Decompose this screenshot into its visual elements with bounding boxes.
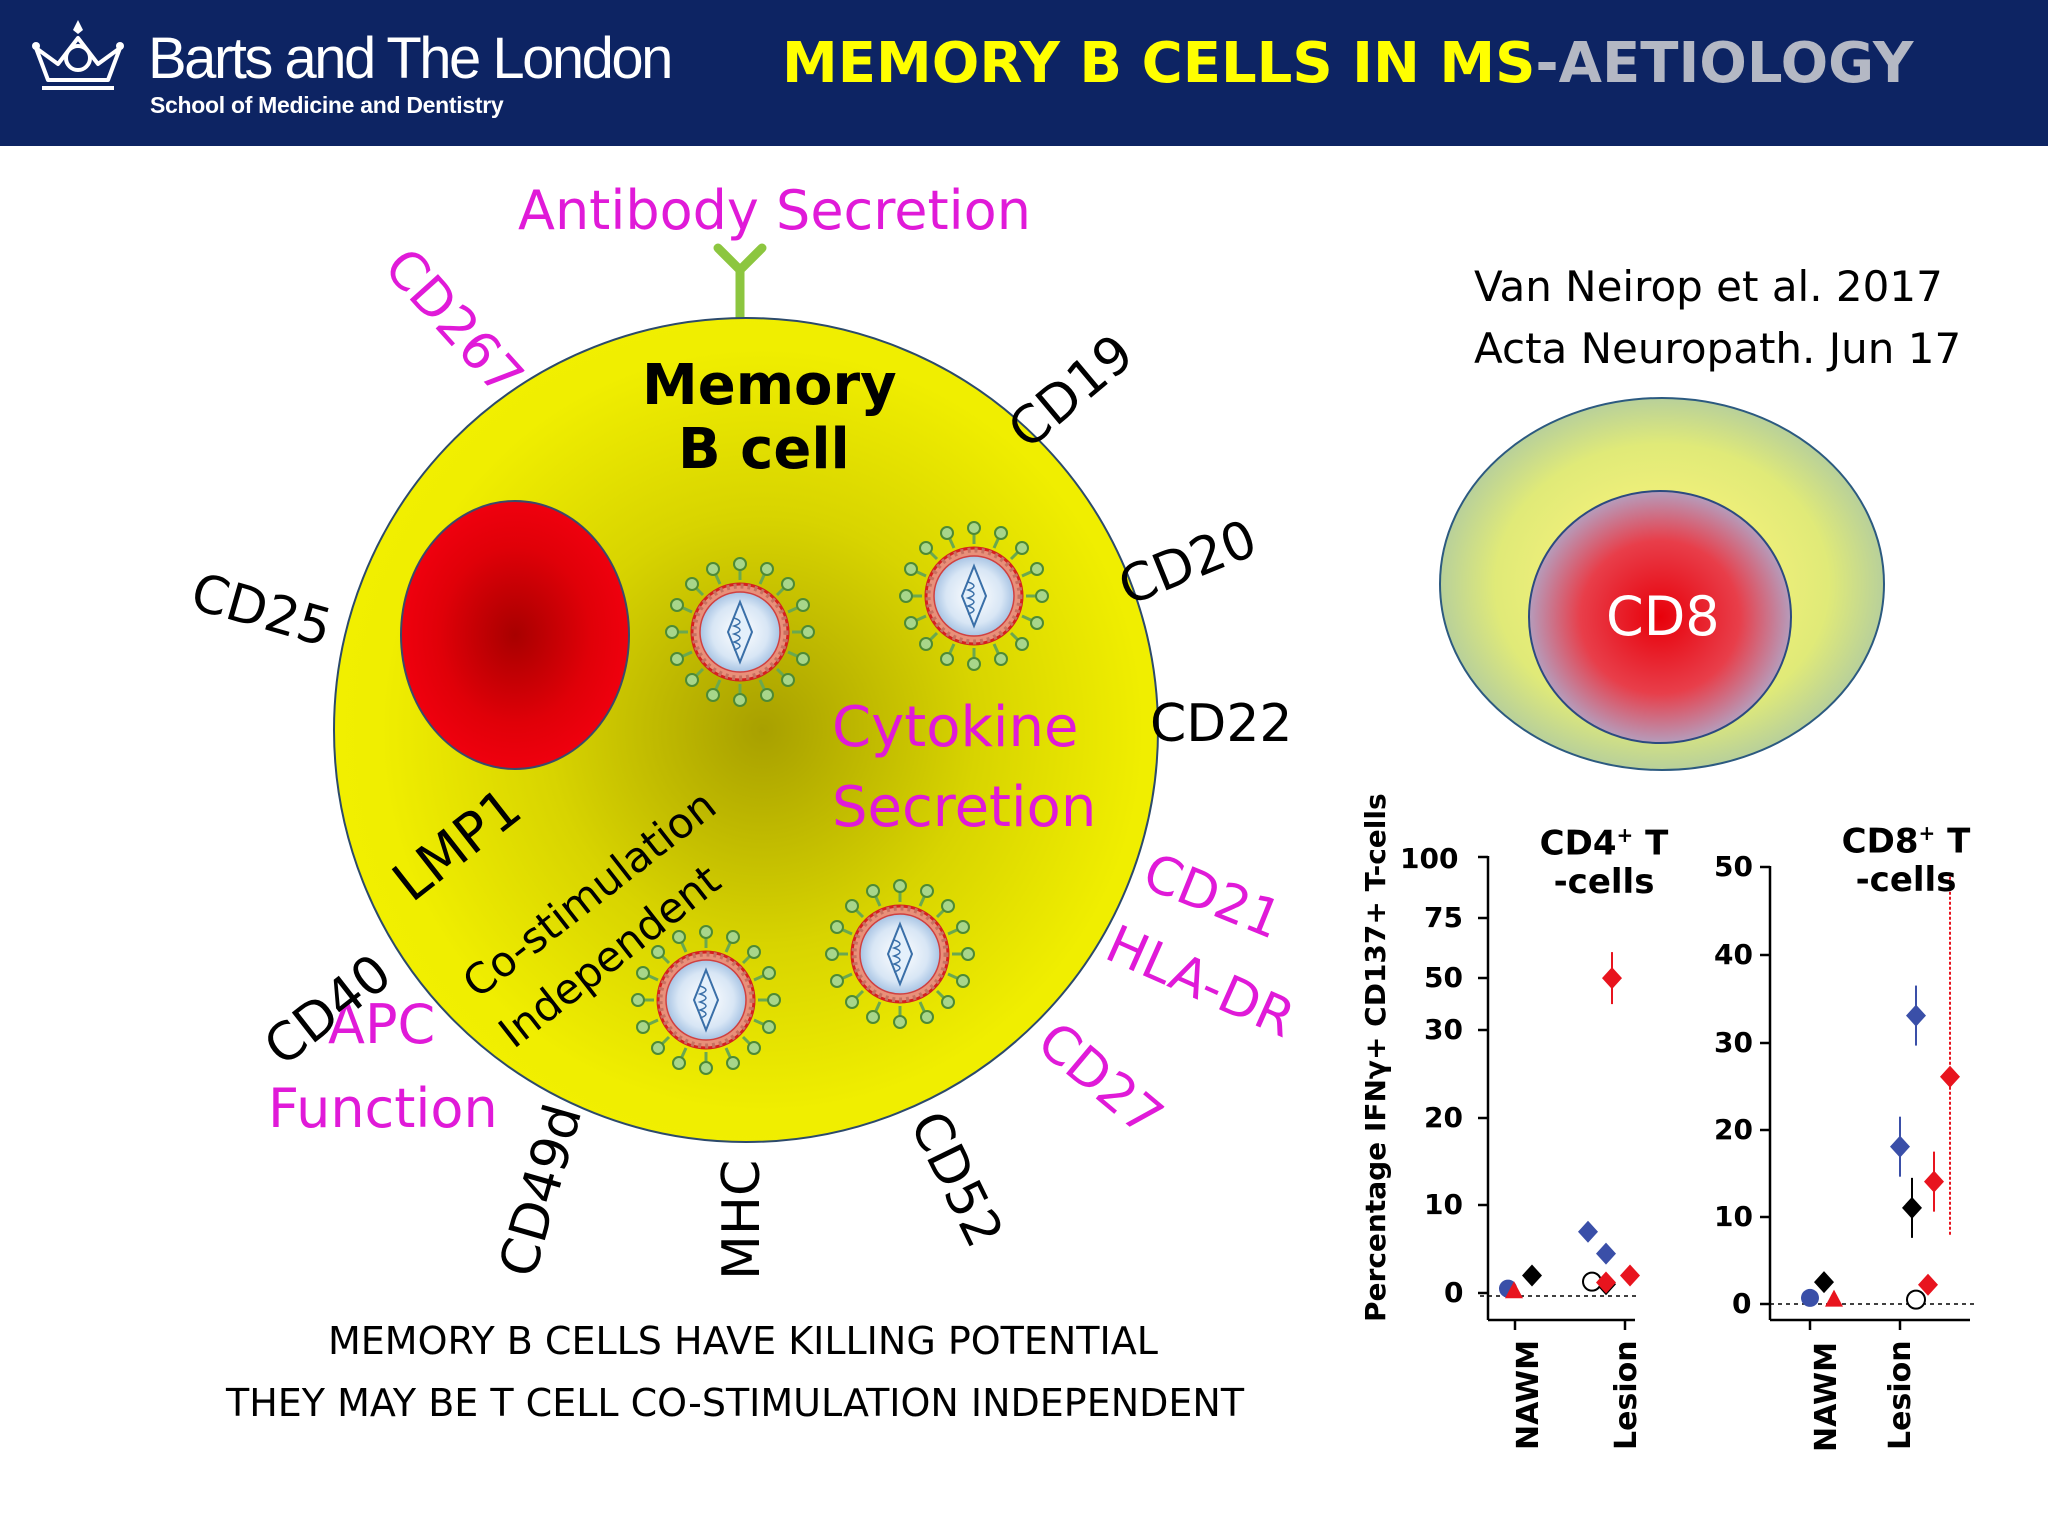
chart-cd8-axes xyxy=(1760,865,1970,1330)
footer-line1: MEMORY B CELLS HAVE KILLING POTENTIAL xyxy=(328,1319,1158,1363)
chart-cd4-tick: 30 xyxy=(1424,1013,1463,1046)
chart-cd4-point xyxy=(1505,1281,1523,1299)
chart-cd4-tick: 75 xyxy=(1424,901,1463,934)
chart-cd4-axes xyxy=(1478,855,1635,1330)
marker-cd22: CD22 xyxy=(1150,694,1293,754)
cytokine-label-line1: Cytokine xyxy=(832,695,1079,760)
chart-cd8-point xyxy=(1902,1196,1922,1219)
chart-cd8-point xyxy=(1801,1288,1819,1307)
chart-cd8-xlabel: NAWM xyxy=(1809,1342,1844,1452)
chart-cd4-point xyxy=(1578,1220,1598,1243)
marker-mhc: MHC xyxy=(712,1159,772,1280)
chart-cd4-tick: 20 xyxy=(1424,1101,1463,1134)
chart-cd8-point xyxy=(1906,1289,1926,1310)
chart-cd4-marks xyxy=(1499,952,1640,1299)
antibody-secretion-label: Antibody Secretion xyxy=(518,179,1031,242)
chart-cd4-point xyxy=(1602,967,1622,990)
header-bar: Barts and The London School of Medicine … xyxy=(0,0,2048,146)
nucleus xyxy=(400,500,630,770)
cd8-label: CD8 xyxy=(1606,585,1720,648)
chart-cd4-xlabel: Lesion xyxy=(1609,1340,1644,1450)
logo-name: Barts and The London xyxy=(148,26,673,91)
chart-cd4-xlabel: NAWM xyxy=(1511,1340,1546,1450)
chart-cd4-tick: 10 xyxy=(1424,1188,1463,1221)
chart-cd4-point xyxy=(1596,1271,1616,1294)
chart-cd4-tick: 0 xyxy=(1444,1276,1464,1309)
chart-cd4-ylabel: Percentage IFNγ+ CD137+ T-cells xyxy=(1359,793,1392,1322)
chart-cd8-tick: 50 xyxy=(1714,850,1753,883)
chart-cd8-point xyxy=(1890,1135,1910,1158)
chart-cd8-point xyxy=(1906,1004,1926,1027)
chart-cd4-tick: 50 xyxy=(1424,961,1463,994)
chart-cd8-point xyxy=(1918,1273,1938,1296)
reference-line1: Van Neirop et al. 2017 xyxy=(1474,262,1943,311)
cell-title-line1: Memory xyxy=(642,353,897,418)
cytokine-label-line2: Secretion xyxy=(832,775,1097,840)
apc-label-line2: Function xyxy=(268,1077,498,1140)
chart-cd4-point xyxy=(1522,1264,1542,1287)
chart-cd4-tick: 100 xyxy=(1400,842,1459,875)
cd8-inner-cell xyxy=(1528,490,1792,744)
chart-cd8-marks xyxy=(1801,876,1960,1310)
logo-subtitle: School of Medicine and Dentistry xyxy=(150,92,504,118)
page-title: MEMORY B CELLS IN MS-AETIOLOGY xyxy=(782,36,1913,92)
chart-cd4-point xyxy=(1620,1264,1640,1287)
chart-cd8-point xyxy=(1940,1065,1960,1088)
chart-cd4-title: CD4+ T-cells xyxy=(1539,823,1669,903)
crown-logo-icon xyxy=(32,20,124,90)
title-main: MEMORY B CELLS IN MS xyxy=(782,31,1536,96)
chart-cd8-point xyxy=(1924,1170,1944,1193)
footer-line2: THEY MAY BE T CELL CO-STIMULATION INDEPE… xyxy=(226,1381,1245,1425)
chart-cd8-tick: 0 xyxy=(1732,1287,1752,1320)
chart-cd8-title: CD8+ T-cells xyxy=(1841,821,1971,901)
chart-cd8-xlabel: Lesion xyxy=(1883,1340,1918,1450)
chart-cd8-tick: 20 xyxy=(1714,1113,1753,1146)
chart-cd8-tick: 40 xyxy=(1714,938,1753,971)
title-suffix: -AETIOLOGY xyxy=(1535,31,1914,96)
chart-cd8-tick: 30 xyxy=(1714,1026,1753,1059)
cell-title-line2: B cell xyxy=(678,417,850,482)
apc-label-line1: APC xyxy=(328,993,436,1056)
reference-line2: Acta Neuropath. Jun 17 xyxy=(1474,324,1962,373)
chart-cd4-point xyxy=(1596,1242,1616,1265)
chart-cd8-point xyxy=(1825,1289,1843,1307)
chart-cd8-point xyxy=(1814,1271,1834,1294)
chart-cd8-tick: 10 xyxy=(1714,1200,1753,1233)
